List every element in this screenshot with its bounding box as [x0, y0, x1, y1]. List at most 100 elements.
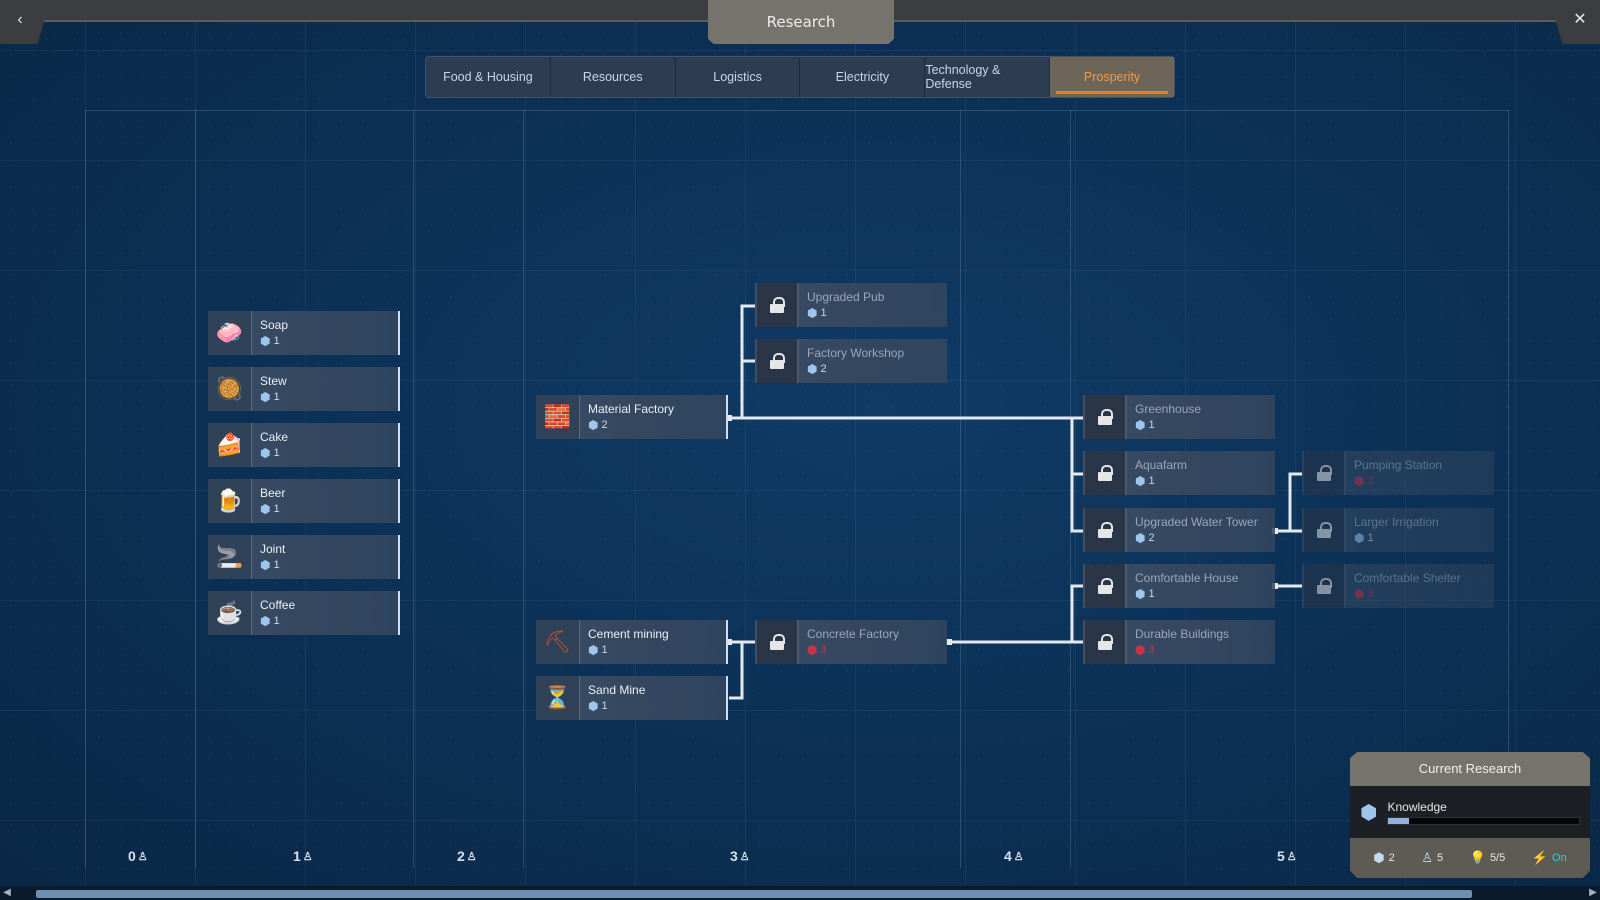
tab-technology-defense[interactable]: Technology & Defense	[925, 57, 1051, 97]
research-node-upgraded-water-tower[interactable]: Upgraded Water Tower ⬢2	[1083, 508, 1275, 552]
current-research-panel[interactable]: Current Research ⬢ Knowledge ⬢2 ♙5 💡5/5 …	[1350, 752, 1590, 878]
node-name: Aquafarm	[1135, 458, 1188, 472]
research-node-larger-irrigation[interactable]: Larger Irrigation ⬢1	[1302, 508, 1494, 552]
knowledge-icon: ⬢	[1135, 643, 1146, 657]
node-name: Upgraded Pub	[807, 290, 885, 304]
research-node-beer[interactable]: 🍺 Beer ⬢1	[208, 479, 400, 523]
node-cost: ⬢1	[260, 390, 280, 404]
node-info: Material Factory ⬢2	[580, 402, 674, 432]
research-node-material-factory[interactable]: 🧱 Material Factory ⬢2	[536, 395, 728, 439]
node-name: Comfortable Shelter	[1354, 571, 1461, 585]
node-cost: ⬢2	[807, 362, 827, 376]
scientist-icon: ♙	[302, 850, 313, 863]
node-cost: ⬢1	[588, 643, 608, 657]
tier-label-3: 3♙	[730, 848, 750, 864]
stew-icon: 🥘	[208, 367, 252, 411]
tab-resources[interactable]: Resources	[551, 57, 676, 97]
node-name: Greenhouse	[1135, 402, 1202, 416]
back-button[interactable]: ‹	[10, 10, 30, 30]
node-name: Cake	[260, 430, 289, 444]
knowledge-icon: ⬢	[1135, 587, 1146, 601]
padlock	[1317, 465, 1332, 481]
tier-divider	[413, 110, 414, 868]
chevron-left-icon: ‹	[17, 11, 23, 28]
knowledge-icon: ⬢	[588, 643, 599, 657]
node-info: Concrete Factory ⬢3	[799, 627, 899, 657]
research-node-factory-workshop[interactable]: Factory Workshop ⬢2	[755, 339, 947, 383]
lock-icon	[1302, 564, 1346, 608]
current-research-body: ⬢ Knowledge	[1350, 786, 1590, 838]
joint-icon: 🚬	[208, 535, 252, 579]
node-info: Upgraded Water Tower ⬢2	[1127, 515, 1258, 545]
lock-icon	[1083, 620, 1127, 664]
knowledge-icon: ⬢	[1354, 587, 1365, 601]
tier-label-0: 0♙	[128, 848, 148, 864]
power-stat: ⚡On	[1531, 850, 1567, 865]
scrollbar-thumb[interactable]	[36, 890, 1472, 898]
node-cost: ⬢3	[1135, 643, 1155, 657]
padlock	[1098, 522, 1113, 538]
research-node-joint[interactable]: 🚬 Joint ⬢1	[208, 535, 400, 579]
lightning-icon: ⚡	[1531, 850, 1549, 865]
padlock	[1098, 465, 1113, 481]
research-node-comfortable-house[interactable]: Comfortable House ⬢1	[1083, 564, 1275, 608]
node-name: Material Factory	[588, 402, 675, 416]
scientist-icon: ♙	[1286, 850, 1297, 863]
tier-divider	[960, 110, 961, 868]
knowledge-icon: ⬢	[1135, 474, 1146, 488]
current-research-title: Current Research	[1350, 752, 1590, 786]
knowledge-icon: ⬢	[588, 418, 599, 432]
research-node-pumping-station[interactable]: Pumping Station ⬢3	[1302, 451, 1494, 495]
research-node-cake[interactable]: 🍰 Cake ⬢1	[208, 423, 400, 467]
research-node-stew[interactable]: 🥘 Stew ⬢1	[208, 367, 400, 411]
research-node-greenhouse[interactable]: Greenhouse ⬢1	[1083, 395, 1275, 439]
tab-prosperity[interactable]: Prosperity	[1050, 57, 1174, 97]
node-name: Upgraded Water Tower	[1135, 515, 1258, 529]
research-node-sand-mine[interactable]: ⏳ Sand Mine ⬢1	[536, 676, 728, 720]
lock-icon	[1083, 395, 1127, 439]
lock-icon	[755, 620, 799, 664]
node-info: Sand Mine ⬢1	[580, 683, 645, 713]
knowledge-icon: ⬢	[1354, 531, 1365, 545]
tab-food-housing[interactable]: Food & Housing	[426, 57, 551, 97]
node-info: Upgraded Pub ⬢1	[799, 290, 884, 320]
research-node-cement-mining[interactable]: ⛏ Cement mining ⬢1	[536, 620, 728, 664]
lock-icon	[1083, 508, 1127, 552]
research-progress-bar	[1387, 816, 1580, 825]
node-name: Cement mining	[588, 627, 669, 641]
knowledge-icon: ⬢	[1354, 474, 1365, 488]
node-name: Joint	[260, 542, 286, 556]
node-info: Beer ⬢1	[252, 486, 285, 516]
close-button[interactable]: ✕	[1570, 10, 1590, 30]
scientists-stat: ♙5	[1421, 850, 1444, 865]
tab-electricity[interactable]: Electricity	[800, 57, 926, 97]
beer-icon: 🍺	[208, 479, 252, 523]
scroll-left-arrow-icon[interactable]: ◀	[3, 887, 11, 898]
category-tabs: Food & Housing Resources Logistics Elect…	[425, 56, 1175, 98]
research-node-concrete-factory[interactable]: Concrete Factory ⬢3	[755, 620, 947, 664]
research-node-comfortable-shelter[interactable]: Comfortable Shelter ⬢3	[1302, 564, 1494, 608]
current-research-name: Knowledge	[1387, 799, 1447, 814]
node-name: Pumping Station	[1354, 458, 1443, 472]
knowledge-icon: ⬢	[260, 446, 271, 460]
research-node-coffee[interactable]: ☕ Coffee ⬢1	[208, 591, 400, 635]
node-cost: ⬢3	[807, 643, 827, 657]
node-cost: ⬢1	[260, 446, 280, 460]
research-node-upgraded-pub[interactable]: Upgraded Pub ⬢1	[755, 283, 947, 327]
research-node-soap[interactable]: 🧼 Soap ⬢1	[208, 311, 400, 355]
node-cost: ⬢3	[1354, 587, 1374, 601]
tier-label-5: 5♙	[1277, 848, 1297, 864]
horizontal-scrollbar[interactable]: ◀ ▶	[0, 886, 1600, 900]
tab-logistics[interactable]: Logistics	[676, 57, 801, 97]
node-info: Cement mining ⬢1	[580, 627, 669, 657]
padlock	[1098, 634, 1113, 650]
research-node-aquafarm[interactable]: Aquafarm ⬢1	[1083, 451, 1275, 495]
scroll-right-arrow-icon[interactable]: ▶	[1589, 887, 1597, 898]
padlock	[1098, 578, 1113, 594]
node-info: Greenhouse ⬢1	[1127, 402, 1201, 432]
top-left-corner	[0, 0, 44, 44]
knowledge-icon: ⬢	[807, 306, 818, 320]
node-cost: ⬢3	[1354, 474, 1374, 488]
research-node-durable-buildings[interactable]: Durable Buildings ⬢3	[1083, 620, 1275, 664]
